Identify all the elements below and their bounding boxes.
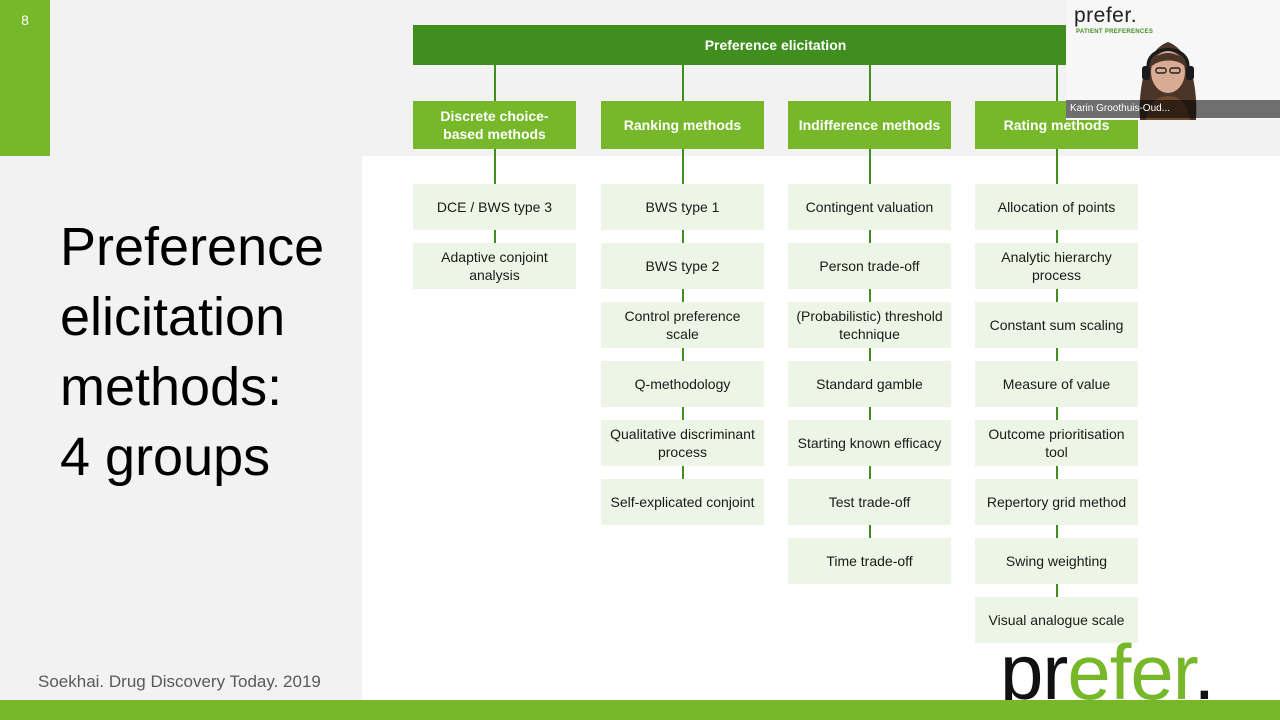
connector-line xyxy=(868,230,871,243)
connector-line xyxy=(868,65,871,101)
connector-line xyxy=(681,65,684,101)
method-node: DCE / BWS type 3 xyxy=(413,184,576,230)
connector-line xyxy=(868,407,871,420)
connector-line xyxy=(1055,65,1058,101)
connector-line xyxy=(493,149,496,184)
connector-line xyxy=(681,466,684,479)
logo-text: efer xyxy=(1067,628,1194,716)
slide-title-line: 4 groups xyxy=(60,427,271,487)
slide-title-line: Preference xyxy=(60,217,325,277)
connector-line xyxy=(868,525,871,538)
logo-text: pr xyxy=(1000,628,1068,716)
method-node: Allocation of points xyxy=(975,184,1138,230)
connector-line xyxy=(681,230,684,243)
method-node: Time trade-off xyxy=(788,538,951,584)
connector-line xyxy=(868,289,871,302)
method-node: Visual analogue scale xyxy=(975,597,1138,643)
connector-line xyxy=(1055,149,1058,184)
method-node: Qualitative discriminant process xyxy=(601,420,764,466)
method-node: Starting known efficacy xyxy=(788,420,951,466)
category-node: Ranking methods xyxy=(601,101,764,149)
citation: Soekhai. Drug Discovery Today. 2019 xyxy=(38,672,321,691)
method-node: Self-explicated conjoint xyxy=(601,479,764,525)
slide-number: 8 xyxy=(21,12,29,28)
method-node: Test trade-off xyxy=(788,479,951,525)
connector-line xyxy=(493,65,496,101)
connector-line xyxy=(681,149,684,184)
method-node: Q-methodology xyxy=(601,361,764,407)
method-node: Control preference scale xyxy=(601,302,764,348)
category-node: Indifference methods xyxy=(788,101,951,149)
method-node: Person trade-off xyxy=(788,243,951,289)
method-node: Adaptive conjoint analysis xyxy=(413,243,576,289)
connector-line xyxy=(1055,407,1058,420)
bottom-bar xyxy=(0,700,1280,720)
connector-line xyxy=(868,466,871,479)
method-node: Measure of value xyxy=(975,361,1138,407)
slide-title-line: elicitation xyxy=(60,287,286,347)
method-node: Standard gamble xyxy=(788,361,951,407)
connector-line xyxy=(1055,348,1058,361)
slide-title-line: methods: xyxy=(60,357,283,417)
connector-line xyxy=(681,348,684,361)
connector-line xyxy=(868,149,871,184)
connector-line xyxy=(1055,466,1058,479)
connector-line xyxy=(1055,289,1058,302)
method-node: Analytic hierarchy process xyxy=(975,243,1138,289)
video-thumbnail[interactable]: prefer. PATIENT PREFERENCES Karin Grooth… xyxy=(1066,0,1280,120)
method-node: (Probabilistic) threshold technique xyxy=(788,302,951,348)
slide-title: Preference elicitation methods: 4 groups xyxy=(60,212,360,492)
connector-line xyxy=(1055,584,1058,597)
logo-text: . xyxy=(1193,628,1215,716)
connector-line xyxy=(868,348,871,361)
connector-line xyxy=(1055,525,1058,538)
video-logo: prefer. xyxy=(1074,4,1138,27)
video-logo-subtitle: PATIENT PREFERENCES xyxy=(1076,29,1154,35)
method-node: Constant sum scaling xyxy=(975,302,1138,348)
method-node: Contingent valuation xyxy=(788,184,951,230)
method-node: BWS type 2 xyxy=(601,243,764,289)
method-node: Outcome prioritisation tool xyxy=(975,420,1138,466)
connector-line xyxy=(493,230,496,243)
diagram-root-node: Preference elicitation xyxy=(413,25,1138,65)
prefer-logo: prefer. xyxy=(1000,632,1215,712)
method-node: Swing weighting xyxy=(975,538,1138,584)
connector-line xyxy=(681,407,684,420)
method-node: Repertory grid method xyxy=(975,479,1138,525)
method-node: BWS type 1 xyxy=(601,184,764,230)
connector-line xyxy=(681,289,684,302)
category-node: Discrete choice-based methods xyxy=(413,101,576,149)
connector-line xyxy=(1055,230,1058,243)
participant-name: Karin Groothuis-Oud... xyxy=(1066,100,1280,118)
slide-number-tab xyxy=(0,0,50,156)
